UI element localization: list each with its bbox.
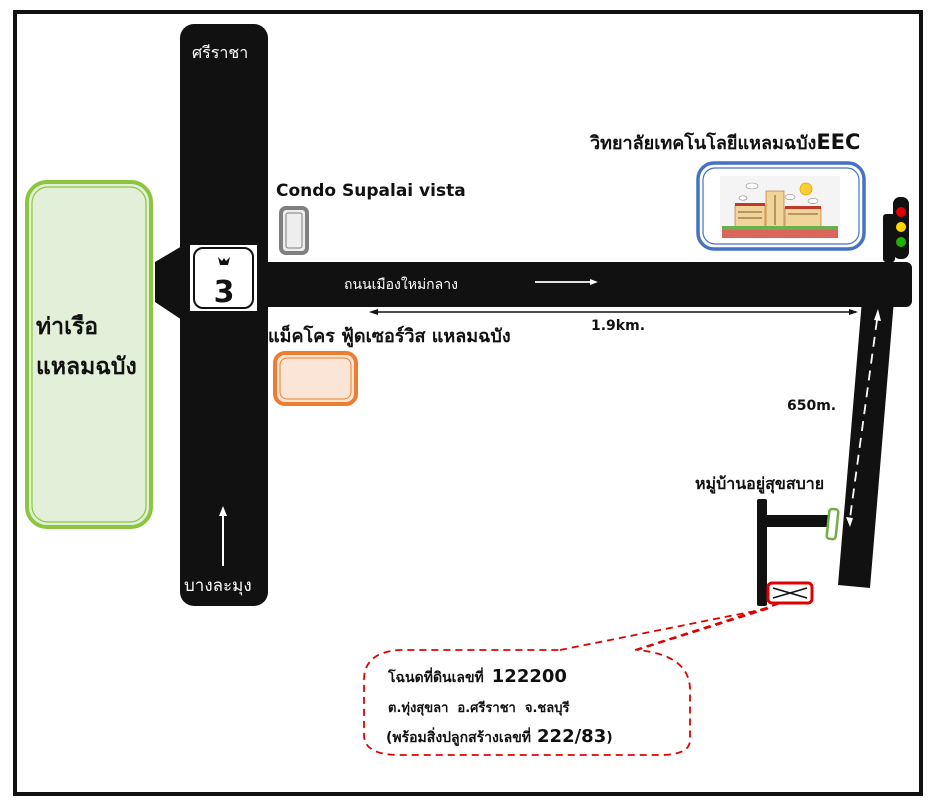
vertical-road xyxy=(180,24,268,606)
laem-chabang-technology-college[interactable]: วิทยาลัยเทคโนโลยีแหลมฉบังEEC xyxy=(589,130,866,251)
sun-icon xyxy=(799,182,813,196)
village-yoo-sook-sabai[interactable]: หมู่บ้านอยู่สุขสบาย xyxy=(695,474,840,606)
distance-side-road: 650m. xyxy=(787,398,836,414)
condo-supalai-vista[interactable]: Condo Supalai vista xyxy=(276,181,466,255)
village-road-horizontal xyxy=(762,515,833,527)
port-box-outer xyxy=(25,180,153,529)
route-number: 3 xyxy=(214,275,235,310)
road-label-mueang-mai-klang: ถนนเมืองใหม่กลาง xyxy=(344,276,458,293)
traffic-light-icon xyxy=(883,197,909,262)
route-3-sign: 3 xyxy=(190,245,257,311)
highway-3-road: ศรีราชา บางละมุง xyxy=(155,24,268,606)
makro-foodservice[interactable]: แม็คโคร ฟู้ดเซอร์วิส แหลมฉบัง xyxy=(268,324,511,406)
road-label-banglamung: บางละมุง xyxy=(184,576,252,596)
property-deed-callout: โฉนดที่ดินเลขที่122200 ต.ทุ่งสุขลา อ.ศรี… xyxy=(363,603,779,756)
village-label: หมู่บ้านอยู่สุขสบาย xyxy=(695,474,824,495)
distance-main-road: 1.9km. xyxy=(591,318,645,334)
distance-1-9km-arrow: 1.9km. xyxy=(369,309,858,334)
cloud-icon xyxy=(745,182,759,190)
north-arrow-side-icon xyxy=(874,309,881,321)
makro-marker xyxy=(273,351,358,406)
road-label-sriracha: ศรีราชา xyxy=(192,43,248,62)
side-road: 650m. xyxy=(787,300,894,588)
callout-bubble xyxy=(363,607,771,756)
port-label-line2: แหลมฉบัง xyxy=(36,354,137,380)
garuda-emblem-icon xyxy=(218,257,230,265)
deed-line-1: โฉนดที่ดินเลขที่122200 xyxy=(387,666,567,687)
port-label-line1: ท่าเรือ xyxy=(36,314,98,340)
college-building-illustration xyxy=(720,176,840,239)
south-arrow-side-icon xyxy=(846,517,853,527)
east-arrow-icon xyxy=(535,279,598,285)
deed-line-3: (พร้อมสิ่งปลูกสร้างเลขที่222/83) xyxy=(386,726,613,747)
village-gate-marker xyxy=(825,507,840,541)
mueang-mai-klang-road: ถนนเมืองใหม่กลาง xyxy=(262,262,912,307)
port-laem-chabang[interactable]: ท่าเรือ แหลมฉบัง xyxy=(25,180,153,529)
junction-connector xyxy=(155,246,182,320)
college-label: วิทยาลัยเทคโนโลยีแหลมฉบังEEC xyxy=(589,130,860,154)
property-location-marker[interactable] xyxy=(766,581,814,605)
deed-line-2: ต.ทุ่งสุขลา อ.ศรีราชา จ.ชลบุรี xyxy=(388,700,569,716)
makro-label: แม็คโคร ฟู้ดเซอร์วิส แหลมฉบัง xyxy=(268,324,511,348)
slanted-road xyxy=(838,300,894,588)
map-frame xyxy=(13,10,923,796)
main-road xyxy=(262,262,912,307)
north-arrow-icon xyxy=(219,506,227,566)
condo-label: Condo Supalai vista xyxy=(276,181,466,201)
port-box-inner xyxy=(31,186,147,523)
